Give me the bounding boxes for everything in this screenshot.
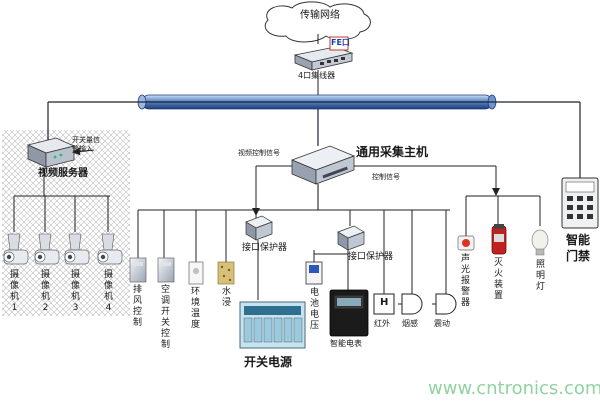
lamp <box>531 229 549 256</box>
network-cloud-shape <box>264 1 371 43</box>
sensor-label-ac: 空调开关控制 <box>160 285 170 350</box>
infrared-symbol: H <box>380 297 389 308</box>
control-signal-label: 控制信号 <box>372 173 400 181</box>
fire-extinguisher-label: 灭火装置 <box>493 258 503 301</box>
infrared-label: 红外 <box>374 319 390 328</box>
camera-label-4: 摄像机4 <box>103 270 113 313</box>
switch-port-label: FE口 <box>331 38 350 47</box>
camera-2 <box>34 233 60 265</box>
fire-extinguisher <box>491 224 507 255</box>
sensor-label-exhaust: 排风控制 <box>132 285 142 328</box>
switch-device <box>293 36 354 71</box>
power-supply-label: 开关电源 <box>244 355 293 369</box>
smart-meter-device <box>329 289 369 337</box>
camera-label-2: 摄像机2 <box>40 270 50 313</box>
vibration-label: 震动 <box>434 319 450 328</box>
camera-label-1: 摄像机1 <box>9 270 19 313</box>
camera-label-3: 摄像机3 <box>70 270 80 313</box>
sensor-label-water: 水浸 <box>221 287 231 308</box>
lamp-label: 照明灯 <box>535 260 545 292</box>
power-supply-cabinet <box>239 301 306 349</box>
protector-label-2: 接口保护器 <box>348 252 394 262</box>
vibration-detector <box>432 293 457 315</box>
protector-label-1: 接口保护器 <box>242 243 288 253</box>
cloud-label: 传输网络 <box>300 10 340 21</box>
access-control-label-line2: 门禁 <box>566 249 591 263</box>
access-control-label-line1: 智能 <box>566 233 591 247</box>
exhaust-control-box <box>129 257 147 283</box>
smart-meter-label: 智能电表 <box>330 339 362 348</box>
access-control-keypad <box>561 177 599 229</box>
alarm-input-label-line2: 警输入 <box>72 145 93 153</box>
watermark-text: www.cntronics.com <box>428 378 600 399</box>
video-server-device <box>26 137 76 168</box>
battery-voltage-label: 电池电压 <box>309 288 319 331</box>
smoke-label: 烟感 <box>402 319 418 328</box>
water-sensor-box <box>217 261 235 285</box>
video-server-label: 视频服务器 <box>38 168 88 179</box>
infrared-detector <box>373 293 395 315</box>
ac-switch-control-box <box>157 257 175 283</box>
smoke-detector <box>398 293 423 315</box>
video-control-signal-label: 视频控制信号 <box>238 149 280 157</box>
battery-voltage-gauge <box>305 261 323 285</box>
sound-light-alarm <box>457 235 475 251</box>
camera-3 <box>64 233 90 265</box>
alarm-input-label-line1: 开关量信 <box>72 136 100 144</box>
temperature-sensor-box <box>188 261 204 285</box>
interface-protector-1 <box>245 215 273 241</box>
host-label: 通用采集主机 <box>356 145 429 159</box>
interface-protector-2 <box>337 225 365 251</box>
collector-host-device <box>290 145 356 185</box>
camera-4 <box>97 233 123 265</box>
switch-label: 4口集线器 <box>298 71 336 80</box>
sound-light-alarm-label: 声光报警器 <box>460 254 470 308</box>
camera-1 <box>3 233 29 265</box>
sensor-label-temperature: 环境温度 <box>190 287 200 330</box>
